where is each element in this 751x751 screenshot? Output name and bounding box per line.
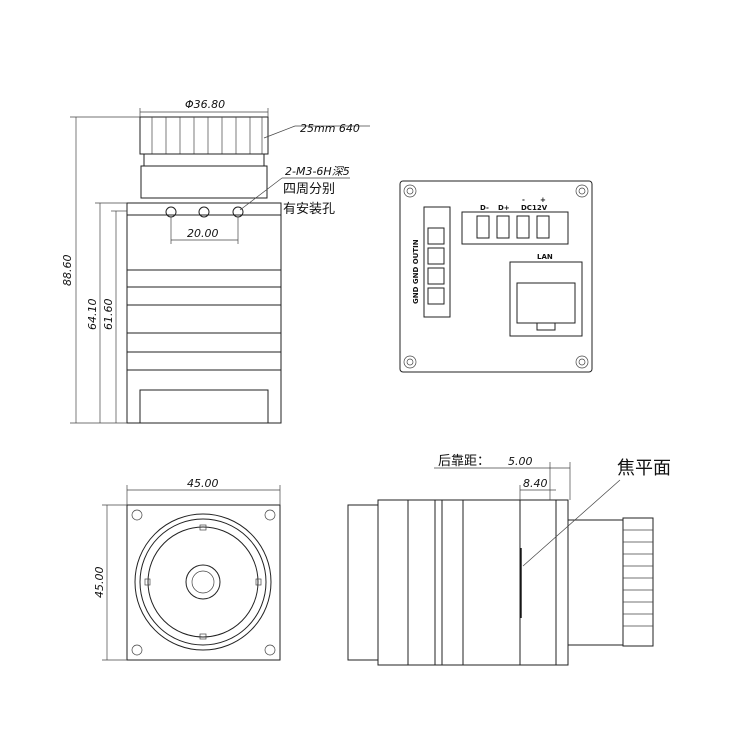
lens-knurl-side bbox=[622, 517, 654, 647]
lens-mount-plate bbox=[126, 504, 281, 661]
lan-label: LAN bbox=[537, 253, 553, 261]
pin-dc12v: DC12V bbox=[521, 204, 548, 212]
lens-callout-label: 25mm 640 bbox=[300, 122, 360, 135]
pin-minus: - bbox=[522, 196, 525, 204]
total-height-label: 88.60 bbox=[61, 255, 74, 287]
sensor-opening bbox=[185, 564, 221, 600]
mount-holes-note-2: 有安装孔 bbox=[283, 202, 335, 217]
body-height-a-label: 64.10 bbox=[86, 299, 99, 331]
focal-plane-label: 焦平面 bbox=[617, 458, 671, 479]
back-focus-value: 5.00 bbox=[508, 455, 533, 468]
camera-body-side bbox=[377, 499, 557, 666]
bottom-width-label: 45.00 bbox=[187, 477, 219, 490]
mount-ring-outer bbox=[134, 513, 272, 651]
lan-port bbox=[509, 261, 583, 337]
rear-view: D- D+ - + DC12V LAN GND GND OUTIN bbox=[399, 180, 593, 373]
side-view: 后靠距： 5.00 8.40 焦平面 bbox=[347, 454, 671, 666]
hole-spacing-label: 20.00 bbox=[187, 227, 219, 240]
power-connector bbox=[461, 211, 569, 245]
bottom-height-label: 45.00 bbox=[93, 567, 106, 599]
rear-panel bbox=[399, 180, 593, 373]
pin-d-plus: D+ bbox=[498, 204, 510, 212]
lens-knurl-ring bbox=[139, 116, 269, 155]
mount-holes-note-1: 四周分别 bbox=[283, 182, 335, 197]
lens-barrel-side bbox=[567, 519, 624, 646]
io-label: GND GND OUTIN bbox=[412, 239, 420, 304]
flange-distance-label: 8.40 bbox=[523, 477, 548, 490]
mount-holes-callout: 2-M3-6H深5 bbox=[285, 165, 350, 178]
lens-barrel bbox=[140, 165, 268, 199]
front-view: Φ36.80 25mm 640 2-M3-6H深5 四周分别 有安装孔 20.0… bbox=[61, 98, 370, 424]
back-focus-label: 后靠距： bbox=[438, 454, 490, 469]
pin-plus: + bbox=[540, 196, 546, 204]
pin-d-minus: D- bbox=[480, 204, 489, 212]
io-connector bbox=[423, 206, 451, 318]
bottom-view: 45.00 45.00 bbox=[93, 477, 281, 661]
body-height-b-label: 61.60 bbox=[102, 299, 115, 331]
lens-diameter-label: Φ36.80 bbox=[185, 98, 225, 111]
mount-hole bbox=[198, 206, 210, 218]
